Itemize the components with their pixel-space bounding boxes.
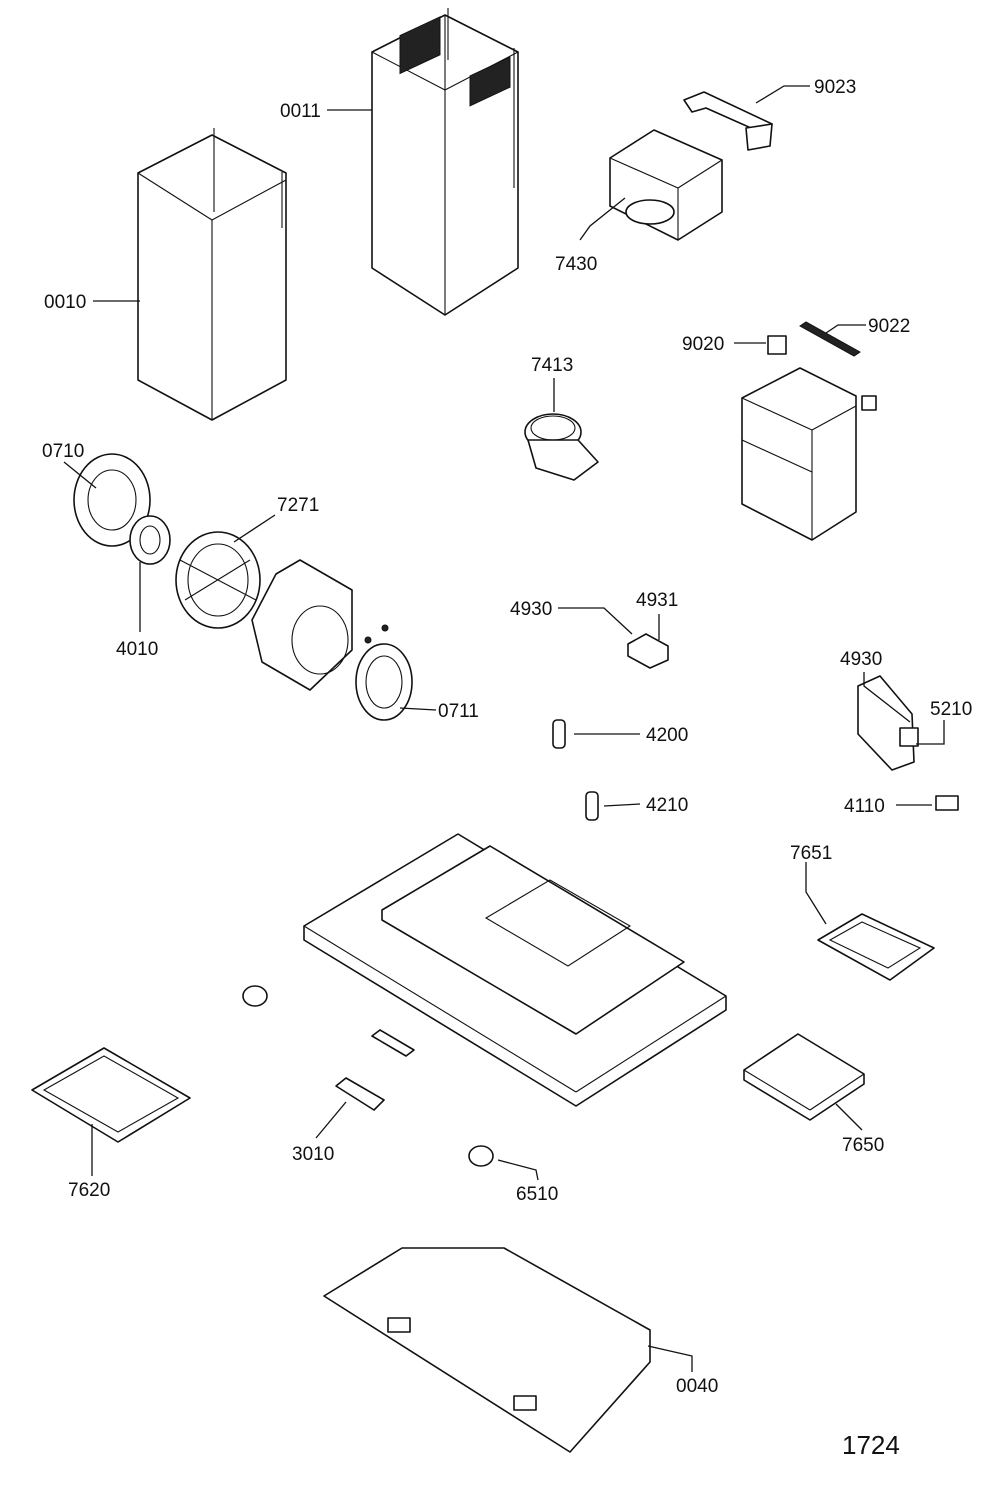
label-6510: 6510 bbox=[516, 1184, 558, 1205]
drawing-code: 1724 bbox=[842, 1430, 900, 1460]
part-back-plate-0710 bbox=[73, 453, 151, 547]
part-fan-wheel-7271 bbox=[175, 531, 261, 629]
part-knob-6510 bbox=[468, 1145, 494, 1167]
part-front-grill-0711 bbox=[355, 624, 413, 721]
label-7430: 7430 bbox=[555, 254, 597, 275]
part-knob bbox=[242, 985, 268, 1007]
part-motor-frame bbox=[741, 367, 877, 541]
label-4931: 4931 bbox=[636, 590, 678, 611]
label-4210: 4210 bbox=[646, 795, 688, 816]
part-hood-body bbox=[303, 833, 727, 1107]
part-filter-frame-7651 bbox=[817, 913, 935, 981]
label-4200: 4200 bbox=[646, 725, 688, 746]
label-7620: 7620 bbox=[68, 1180, 110, 1201]
label-7651: 7651 bbox=[790, 843, 832, 864]
part-clip-9020 bbox=[767, 335, 787, 355]
part-carbon-filter-7650 bbox=[743, 1033, 865, 1121]
label-9020: 9020 bbox=[682, 334, 724, 355]
part-strip-9022 bbox=[799, 321, 861, 357]
label-3010: 3010 bbox=[292, 1144, 334, 1165]
leader-lines bbox=[63, 85, 945, 1372]
label-0011: 0011 bbox=[280, 101, 321, 122]
part-upper-chimney bbox=[371, 8, 519, 316]
label-9023: 9023 bbox=[814, 77, 856, 98]
part-capacitor-4200 bbox=[552, 719, 566, 749]
label-7413: 7413 bbox=[531, 355, 573, 376]
part-control-board bbox=[857, 675, 919, 771]
label-7271: 7271 bbox=[277, 495, 319, 516]
label-0010: 0010 bbox=[44, 292, 86, 313]
part-lamp-holder-small bbox=[371, 1029, 415, 1057]
label-0710: 0710 bbox=[42, 441, 84, 462]
part-capacitor-4210 bbox=[585, 791, 599, 821]
part-blower-scroll bbox=[251, 559, 353, 691]
part-duct-7413 bbox=[524, 413, 599, 481]
part-grease-filter-7620 bbox=[31, 1047, 191, 1143]
part-lamp-holder-3010 bbox=[335, 1077, 385, 1111]
label-5210: 5210 bbox=[930, 699, 972, 720]
part-lower-chimney bbox=[137, 128, 287, 421]
part-cover-plate-0040 bbox=[323, 1247, 651, 1453]
label-4010: 4010 bbox=[116, 639, 158, 660]
part-4110 bbox=[935, 795, 959, 811]
label-4930-switch: 4930 bbox=[510, 599, 552, 620]
label-7650: 7650 bbox=[842, 1135, 884, 1156]
part-switch-4931 bbox=[627, 633, 669, 669]
part-bracket-9023 bbox=[683, 91, 773, 151]
label-4930-board: 4930 bbox=[840, 649, 882, 670]
part-air-outlet-7430 bbox=[609, 129, 723, 241]
label-0711: 0711 bbox=[438, 701, 479, 722]
part-motor-4010 bbox=[129, 515, 171, 565]
label-4110: 4110 bbox=[844, 796, 885, 817]
label-0040: 0040 bbox=[676, 1376, 718, 1397]
label-9022: 9022 bbox=[868, 316, 910, 337]
